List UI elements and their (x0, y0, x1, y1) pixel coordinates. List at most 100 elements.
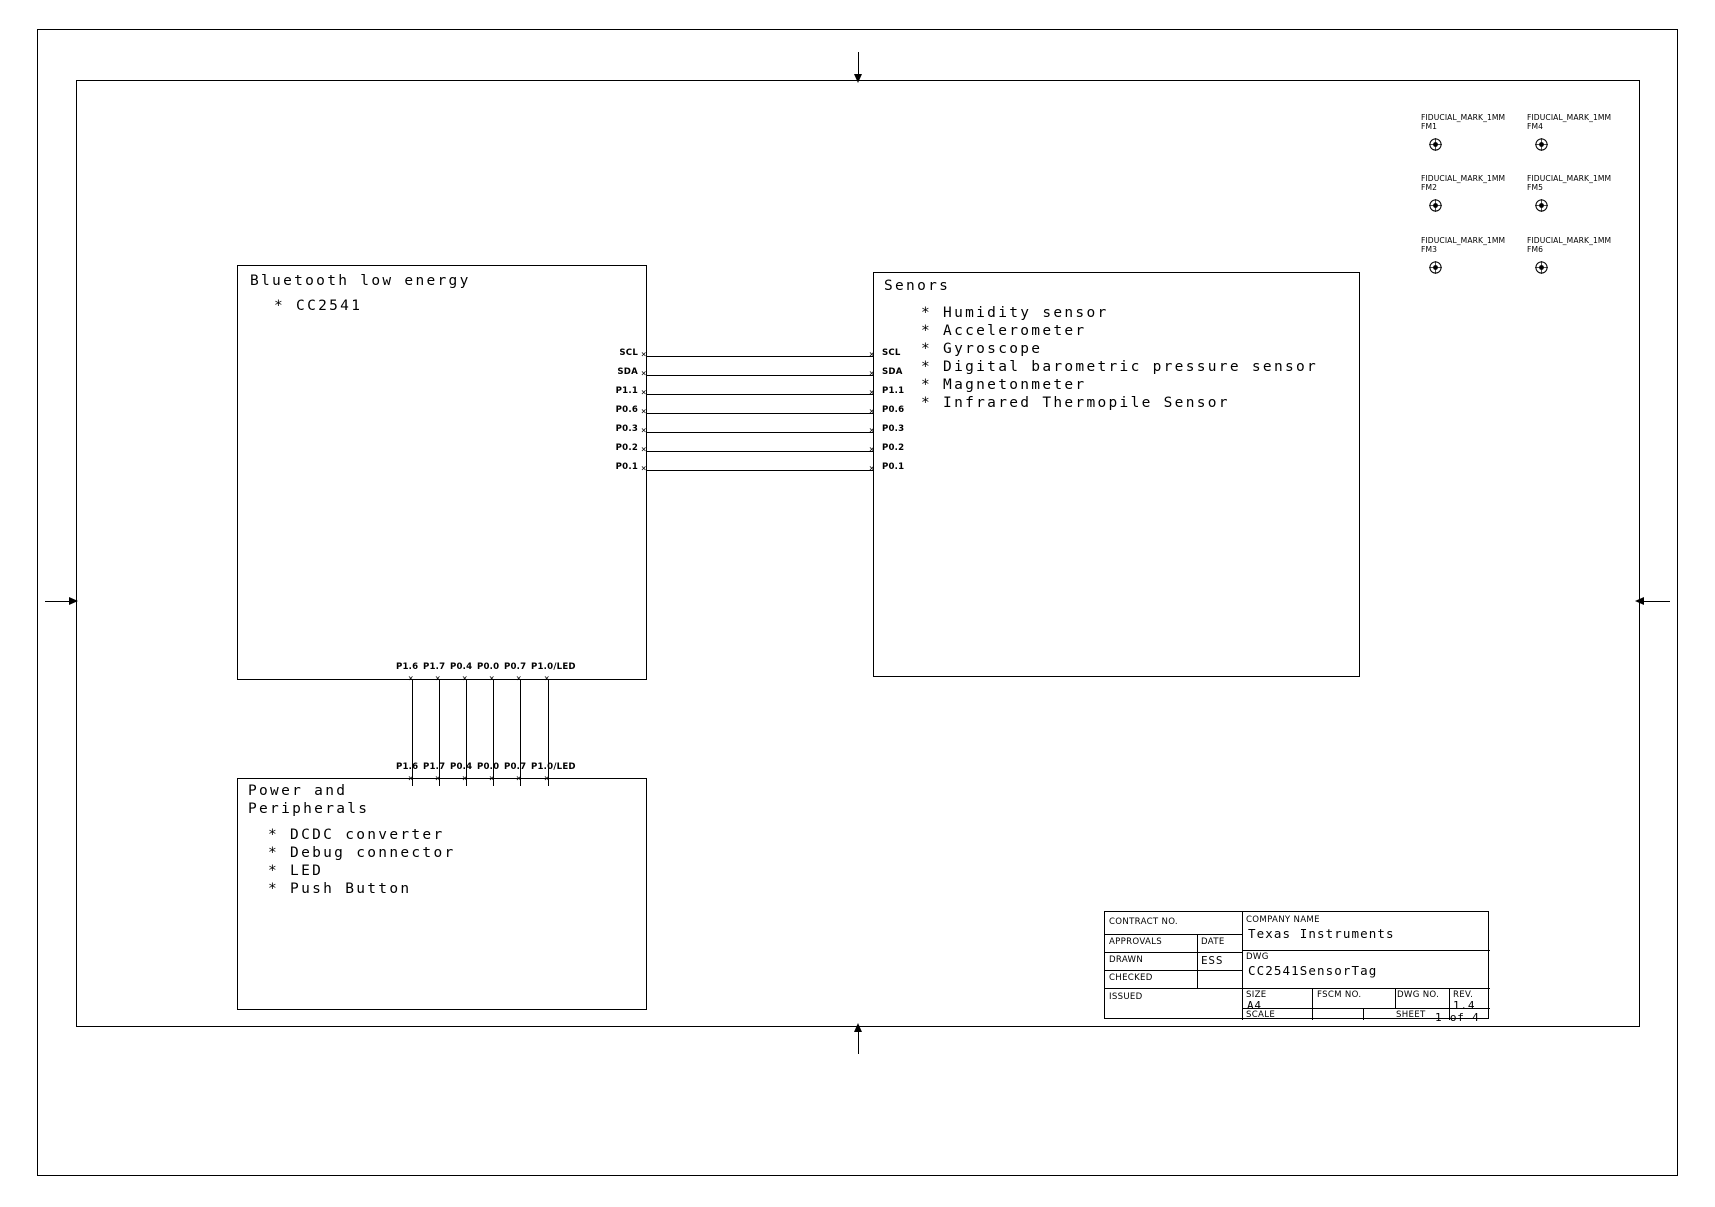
net-wire-p00 (493, 680, 495, 786)
tb-issued-label: ISSUED (1109, 992, 1143, 1002)
pin-junction-icon: × (641, 369, 647, 379)
outer-border (37, 29, 1678, 1176)
tb-contract-no-label: CONTRACT NO. (1109, 917, 1178, 927)
pin-label-left-3: P0.6 (615, 405, 638, 415)
pin-junction-icon: × (489, 774, 495, 784)
block-power-item-2: * LED (268, 863, 324, 879)
fiducial-mark-icon (1535, 138, 1548, 151)
net-wire-sda (647, 375, 873, 377)
pin-label-left-0: SCL (619, 348, 638, 358)
pin-junction-icon: × (408, 674, 414, 684)
tb-divider (1312, 988, 1314, 1020)
pin-junction-icon: × (869, 426, 875, 436)
pin-junction-icon: × (641, 407, 647, 417)
block-bluetooth-item-0: * CC2541 (274, 298, 363, 314)
tb-divider (1105, 970, 1242, 972)
fiducial-fm2-ref: FM2 (1421, 183, 1438, 192)
tb-drawn-label: DRAWN (1109, 955, 1144, 965)
pin-label-left-2: P1.1 (615, 386, 638, 396)
pin-junction-icon: × (544, 674, 550, 684)
pin-label-left-1: SDA (617, 367, 638, 377)
net-wire-p04 (466, 680, 468, 786)
net-wire-p17 (439, 680, 441, 786)
fiducial-mark-icon (1429, 138, 1442, 151)
pin-junction-icon: × (435, 774, 441, 784)
pin-junction-icon: × (435, 674, 441, 684)
fiducial-fm5-type: FIDUCIAL_MARK_1MM (1527, 174, 1612, 183)
pin-junction-icon: × (408, 774, 414, 784)
fiducial-fm4-type: FIDUCIAL_MARK_1MM (1527, 113, 1612, 122)
net-wire-p03 (647, 432, 873, 434)
tb-rev-value: 1.4 (1453, 999, 1476, 1012)
tb-size-value: A4 (1247, 999, 1262, 1012)
block-power-item-3: * Push Button (268, 881, 412, 897)
block-sensors-item-2: * Gyroscope (921, 341, 1043, 357)
fiducial-fm6-ref: FM6 (1527, 245, 1544, 254)
tb-drawn-value: ESS (1201, 954, 1224, 967)
pin-junction-icon: × (489, 674, 495, 684)
tb-sheet-label: SHEET (1396, 1010, 1426, 1020)
pin-junction-icon: × (641, 426, 647, 436)
pin-label-left-5: P0.2 (615, 443, 638, 453)
net-wire-p07 (520, 680, 522, 786)
fiducial-mark-icon (1535, 199, 1548, 212)
tb-dwg-no-label: DWG NO. (1397, 990, 1440, 1000)
block-sensors-item-4: * Magnetonmeter (921, 377, 1087, 393)
block-sensors-item-5: * Infrared Thermopile Sensor (921, 395, 1230, 411)
pin-junction-icon: × (869, 445, 875, 455)
pin-label-right-0: SCL (882, 348, 901, 358)
tb-divider (1197, 934, 1199, 988)
tb-divider (1242, 950, 1490, 952)
pin-junction-icon: × (544, 774, 550, 784)
net-wire-p01 (647, 470, 873, 472)
pin-junction-icon: × (516, 774, 522, 784)
tb-divider (1105, 988, 1490, 990)
block-bluetooth-title: Bluetooth low energy (250, 273, 471, 289)
fiducial-mark-icon (1429, 199, 1442, 212)
tb-dwg-label: DWG (1246, 952, 1269, 962)
tb-sheet-value: 1 of 4 (1435, 1011, 1480, 1024)
net-wire-p11 (647, 394, 873, 396)
pin-junction-icon: × (869, 407, 875, 417)
pin-junction-icon: × (869, 350, 875, 360)
pin-label-vbottom-1: P1.7 (423, 762, 446, 772)
tb-checked-label: CHECKED (1109, 973, 1153, 983)
pin-junction-icon: × (462, 674, 468, 684)
pin-label-vbottom-2: P0.4 (450, 762, 473, 772)
pin-label-right-1: SDA (882, 367, 903, 377)
pin-junction-icon: × (462, 774, 468, 784)
fiducial-fm2-type: FIDUCIAL_MARK_1MM (1421, 174, 1506, 183)
pin-label-right-6: P0.1 (882, 462, 905, 472)
net-wire-scl (647, 356, 873, 358)
pin-label-vbottom-3: P0.0 (477, 762, 500, 772)
pin-label-vtop-3: P0.0 (477, 662, 500, 672)
block-power-title-line1: Power and (248, 783, 348, 799)
pin-label-vtop-4: P0.7 (504, 662, 527, 672)
tb-fscm-label: FSCM NO. (1317, 990, 1362, 1000)
pin-label-vbottom-4: P0.7 (504, 762, 527, 772)
block-sensors-title: Senors (884, 278, 951, 294)
tb-divider (1242, 912, 1244, 1020)
fiducial-fm4-ref: FM4 (1527, 122, 1544, 131)
block-power-title-line2: Peripherals (248, 801, 370, 817)
block-sensors[interactable] (873, 272, 1360, 677)
tb-divider (1363, 1008, 1365, 1020)
net-wire-p06 (647, 413, 873, 415)
block-bluetooth-low-energy[interactable] (237, 265, 647, 680)
tb-date-label: DATE (1201, 937, 1225, 947)
tb-approvals-label: APPROVALS (1109, 937, 1162, 947)
pin-label-vtop-1: P1.7 (423, 662, 446, 672)
fiducial-fm3-ref: FM3 (1421, 245, 1438, 254)
tb-company-name-label: COMPANY NAME (1246, 915, 1320, 925)
tb-rev-label: REV. (1453, 990, 1474, 1000)
pin-junction-icon: × (641, 464, 647, 474)
block-power-peripherals[interactable] (237, 778, 647, 1010)
pin-label-right-3: P0.6 (882, 405, 905, 415)
tb-divider (1395, 988, 1397, 1008)
pin-junction-icon: × (641, 388, 647, 398)
pin-label-vtop-0: P1.6 (396, 662, 419, 672)
pin-label-left-6: P0.1 (615, 462, 638, 472)
net-wire-p02 (647, 451, 873, 453)
fiducial-fm1-ref: FM1 (1421, 122, 1438, 131)
